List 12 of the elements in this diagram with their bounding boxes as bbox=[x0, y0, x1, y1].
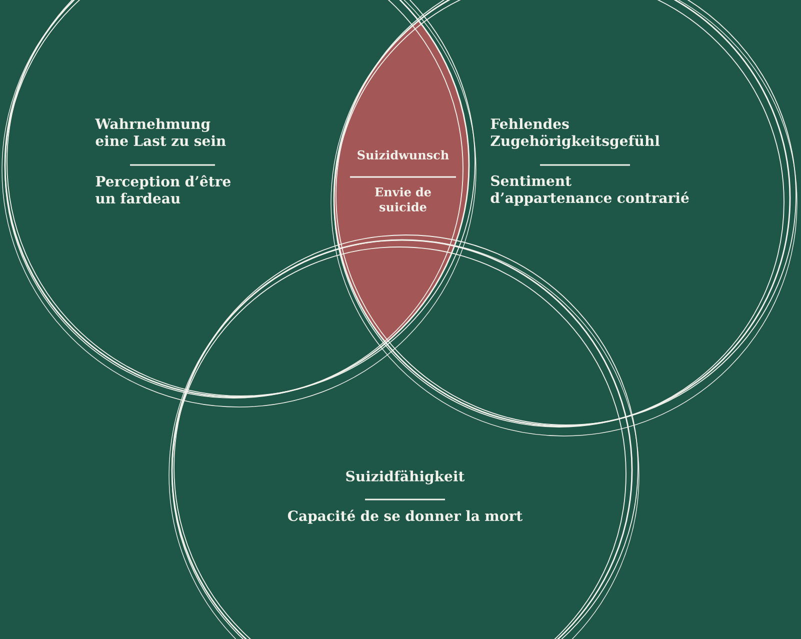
venn-circle bbox=[168, 234, 640, 639]
venn-circle bbox=[330, 0, 798, 436]
node-text: Sentiment d’appartenance contrarié bbox=[490, 175, 689, 206]
node-text: Capacité de se donner la mort bbox=[288, 510, 523, 524]
node-text: Suizidfähigkeit bbox=[346, 470, 465, 484]
node-text: Wahrnehmung eine Last zu sein bbox=[95, 118, 226, 146]
node-text: Suizidwunsch bbox=[358, 150, 449, 160]
node-text: Envie de suicide bbox=[375, 187, 431, 212]
venn-circle bbox=[2, 0, 476, 408]
node-text: Fehlendes Zugehörigkeitsgefühl bbox=[490, 118, 660, 149]
highlighted-intersection bbox=[334, 20, 469, 343]
node-text: Perception d’être un fardeau bbox=[96, 175, 230, 204]
